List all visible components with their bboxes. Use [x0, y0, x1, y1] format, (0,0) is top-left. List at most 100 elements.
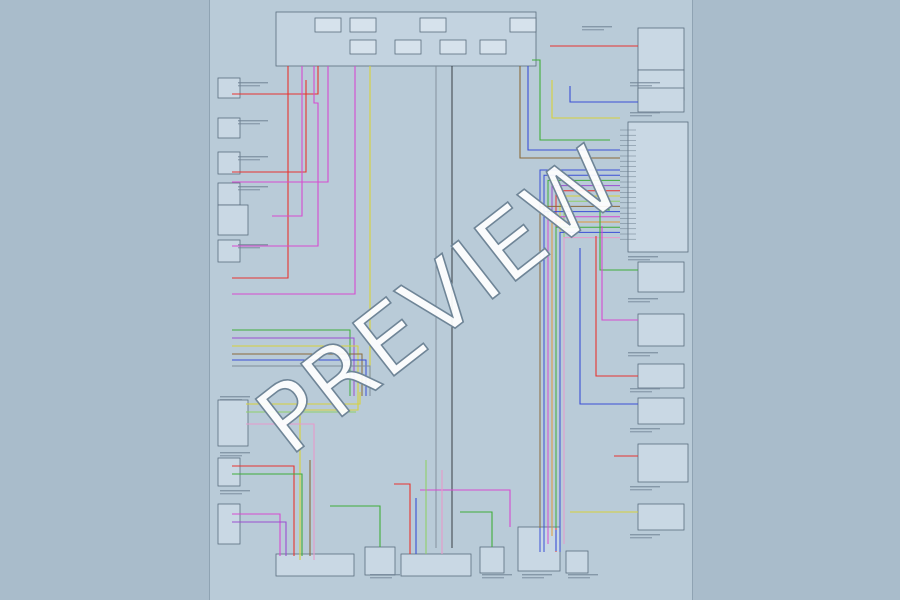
- top-module-subbox-4: [349, 39, 377, 55]
- left-low-feed-0: [232, 329, 351, 396]
- left-component-7: [217, 457, 241, 487]
- top-module-subbox-7: [479, 39, 507, 55]
- wire-magenta-right: [601, 226, 638, 321]
- wire-red-mid: [232, 80, 307, 173]
- left-component-3: [217, 182, 241, 206]
- diagram-label-mark-4: [238, 244, 268, 246]
- right-component-7: [637, 397, 685, 425]
- wire-magenta-to-ecu: [420, 489, 511, 527]
- bus-wire-12: [559, 231, 620, 552]
- diagram-label-mark-sub-14: [630, 391, 652, 393]
- wire-red-mid-conn: [394, 483, 411, 554]
- bottom-relay-a: [364, 546, 396, 576]
- wire-yellow-left-low: [246, 392, 361, 405]
- left-low-feed-5: [232, 365, 371, 396]
- right-component-8: [637, 443, 689, 483]
- right-component-6: [637, 363, 685, 389]
- diagram-label-mark-15: [630, 428, 660, 430]
- diagram-label-mark-sub-3: [238, 189, 260, 191]
- diagram-label-mark-5: [220, 396, 250, 398]
- bus-wire-7: [539, 205, 620, 528]
- diagram-label-mark-sub-1: [238, 123, 260, 125]
- diagram-label-mark-sub-2: [238, 159, 260, 161]
- diagram-label-mark-13: [628, 352, 658, 354]
- bus-wire-10: [551, 221, 620, 536]
- diagram-label-mark-sub-19: [482, 577, 504, 579]
- diagram-label-mark-10: [630, 112, 660, 114]
- wire-blue-top-right: [569, 86, 638, 103]
- right-component-9: [637, 503, 685, 531]
- diagram-label-mark-19: [482, 574, 512, 576]
- diagram-label-mark-1: [238, 120, 268, 122]
- diagram-label-mark-9: [630, 82, 660, 84]
- bus-wire-11: [555, 226, 620, 528]
- bus-wire-9: [547, 216, 620, 544]
- diagram-label-mark-sub-7: [220, 493, 242, 495]
- diagram-label-mark-sub-9: [630, 85, 652, 87]
- left-component-1: [217, 117, 241, 139]
- left-low-feed-4: [232, 359, 367, 396]
- bus-wire-4: [555, 190, 620, 552]
- diagram-label-mark-14: [630, 388, 660, 390]
- diagram-label-mark-2: [238, 156, 268, 158]
- left-component-5: [217, 239, 241, 263]
- wire-red-left-down: [232, 465, 295, 556]
- wire-red-right-low: [595, 236, 638, 377]
- left-low-feed-3: [232, 353, 363, 396]
- wire-violet-left-down: [232, 521, 287, 556]
- diagram-label-mark-8: [582, 26, 612, 28]
- diagram-label-mark-sub-11: [628, 259, 650, 261]
- left-low-feed-2: [232, 345, 359, 396]
- left-component-0: [217, 77, 241, 99]
- diagram-label-mark-11: [628, 256, 658, 258]
- bus-wire-1: [543, 174, 620, 544]
- wire-green-left-down: [232, 473, 303, 556]
- diagram-label-mark-sub-12: [628, 301, 650, 303]
- diagram-label-mark-sub-4: [238, 247, 260, 249]
- diagram-label-mark-0: [238, 82, 268, 84]
- left-component-6: [217, 399, 249, 447]
- bus-wire-6: [563, 200, 620, 536]
- diagram-label-mark-7: [220, 490, 250, 492]
- wire-pink-left-down: [246, 423, 315, 560]
- diagram-label-mark-3: [238, 186, 268, 188]
- diagram-label-mark-sub-21: [568, 577, 590, 579]
- top-module-subbox-1: [349, 17, 377, 33]
- diagram-label-mark-sub-16: [630, 489, 652, 491]
- bottom-connector-mid: [400, 553, 472, 577]
- right-component-0: [637, 27, 685, 71]
- right-component-2: [637, 87, 685, 113]
- top-module-subbox-2: [419, 17, 447, 33]
- left-component-8: [217, 503, 241, 545]
- wire-magenta-3: [232, 66, 329, 183]
- diagram-label-mark-sub-8: [582, 29, 604, 31]
- wire-magenta-1: [272, 66, 303, 217]
- diagram-label-mark-sub-0: [238, 85, 260, 87]
- top-module-subbox-5: [394, 39, 422, 55]
- wire-blue-right-low: [579, 248, 638, 405]
- wire-magenta-left-down: [232, 513, 281, 556]
- wire-yellow-right-top: [551, 80, 620, 119]
- wire-blue-right-1: [527, 66, 620, 151]
- bus-wire-3: [551, 185, 620, 528]
- wire-magenta-2: [232, 66, 319, 247]
- diagram-label-mark-sub-18: [370, 577, 392, 579]
- wire-red-left-vertical: [232, 66, 289, 279]
- top-module-subbox-3: [509, 17, 537, 33]
- right-component-5: [637, 313, 685, 347]
- bus-wire-13: [563, 237, 620, 544]
- diagram-label-mark-sub-15: [630, 431, 652, 433]
- bottom-connector-left: [275, 553, 355, 577]
- diagram-label-mark-17: [630, 534, 660, 536]
- wire-green-right-mid: [599, 209, 638, 271]
- bottom-relay-b: [479, 546, 505, 574]
- wire-green-relay-b: [460, 511, 493, 547]
- left-component-4: [217, 204, 249, 236]
- diagram-label-mark-sub-6: [220, 455, 242, 457]
- bus-wire-8: [543, 211, 620, 552]
- wire-magenta-4: [232, 66, 356, 295]
- wire-green-relay-a: [330, 505, 381, 547]
- left-component-2: [217, 151, 241, 175]
- diagram-label-mark-21: [568, 574, 598, 576]
- wiring-diagram: [217, 11, 689, 579]
